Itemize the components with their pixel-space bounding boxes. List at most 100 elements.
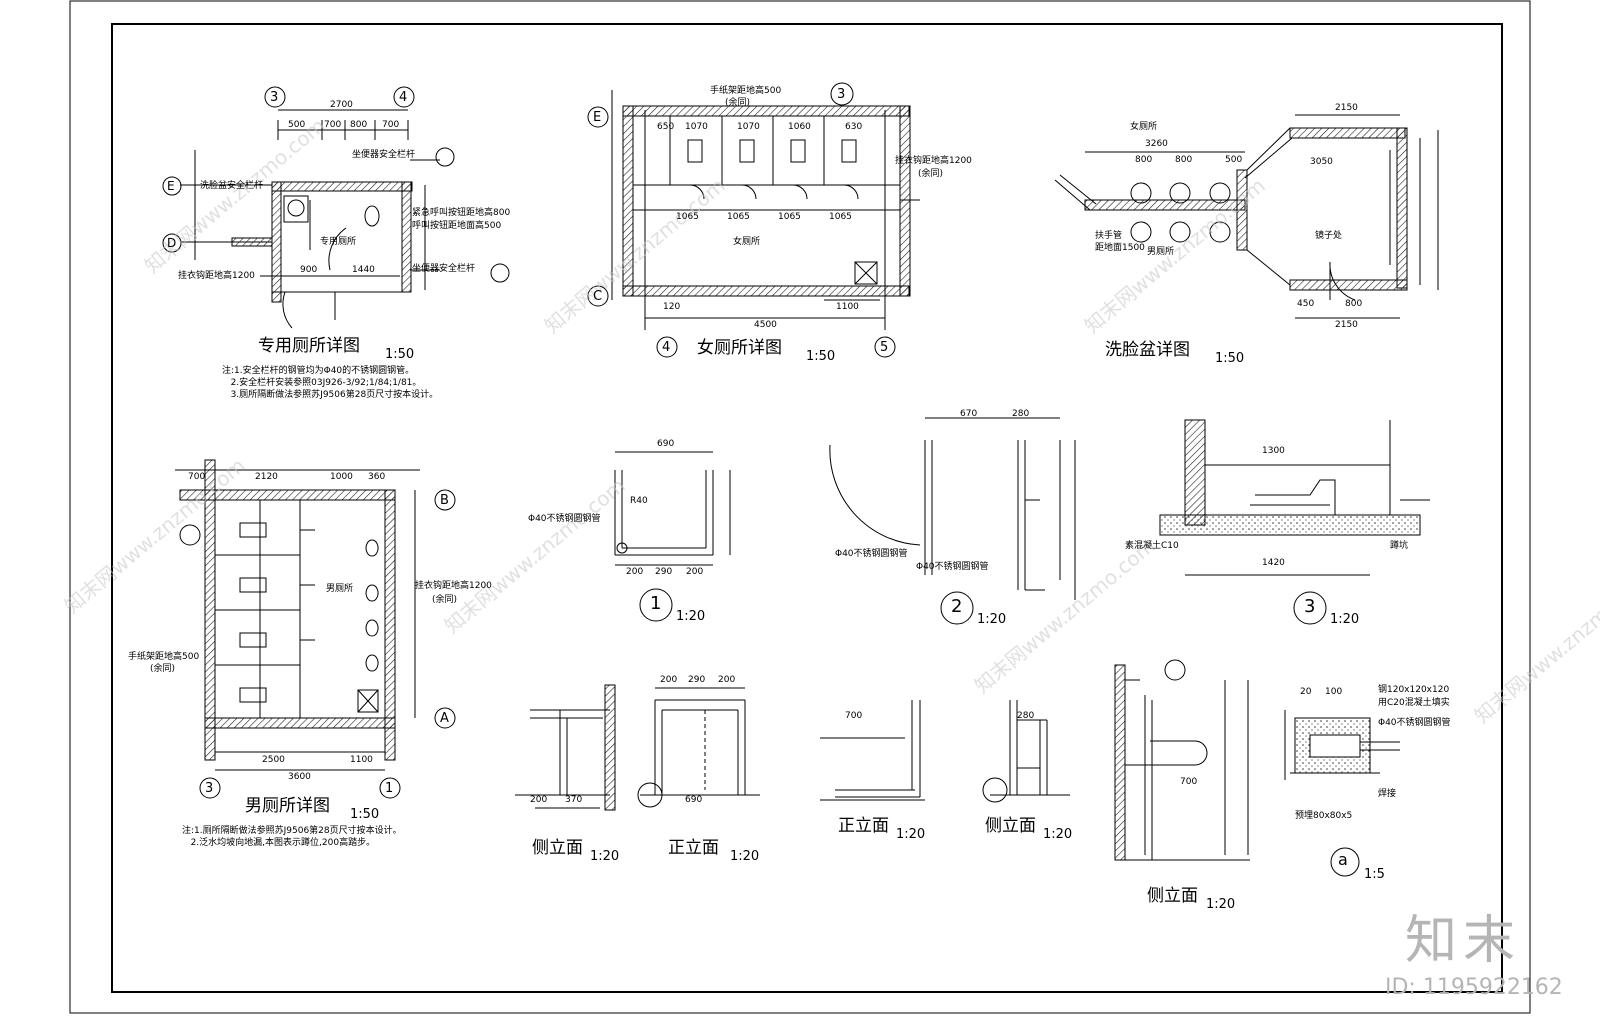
label-weld: 焊接 <box>1378 789 1397 799</box>
label-same: (余同) <box>432 595 458 605</box>
scale-male-toilet: 1:50 <box>350 807 380 822</box>
dim: 370 <box>565 795 583 805</box>
brand-logo: 知末 <box>1405 911 1522 971</box>
title-side-elev-c: 侧立面 <box>1147 886 1198 906</box>
dim: 1100 <box>836 302 859 312</box>
dim: 1000 <box>330 472 353 482</box>
axis-label: 3 <box>270 90 279 105</box>
scale-front-elev-a: 1:20 <box>730 849 760 864</box>
dim: 1065 <box>676 212 699 222</box>
label-trench: 蹲坑 <box>1390 541 1409 551</box>
label-pipe-a: Φ40不锈钢圆钢管 <box>1378 718 1451 728</box>
detail-3-number: 3 <box>1304 596 1316 617</box>
dim: 650 <box>657 122 675 132</box>
note-male: 注:1.厕所隔断做法参照苏J9506第28页尺寸按本设计。 2.泛水均坡向地漏,… <box>182 826 402 848</box>
label-call-button-2: 呼叫按钮距地面高500 <box>412 221 502 231</box>
title-male-toilet: 男厕所详图 <box>245 796 330 816</box>
label-same: (余同) <box>725 98 751 108</box>
dim: 3050 <box>1310 157 1333 167</box>
dim: 20 <box>1300 687 1312 697</box>
dim: 700 <box>324 120 342 130</box>
title-side-elev-a: 侧立面 <box>532 838 583 858</box>
dim-3600: 3600 <box>288 772 311 782</box>
note-private: 注:1.安全栏杆的钢管均为Φ40的不锈钢圆钢管。 2.安全栏杆安装参照03J92… <box>222 366 439 400</box>
plan-private-callouts <box>162 86 510 283</box>
detail-3-scale: 1:20 <box>1330 612 1360 627</box>
label-room-private: 专用厕所 <box>320 237 357 247</box>
dim: 630 <box>845 122 863 132</box>
label-seat-rail: 坐便器安全栏杆 <box>352 150 416 160</box>
title-private-toilet: 专用厕所详图 <box>258 336 360 356</box>
label-call-button: 紧急呼叫按钮距地高800 <box>412 208 511 218</box>
dim: 1300 <box>1262 446 1285 456</box>
axis-label: B <box>440 493 449 508</box>
label-rail-height: 距地面1500 <box>1095 243 1145 253</box>
axis-label: 3 <box>837 87 846 102</box>
dim: 1065 <box>829 212 852 222</box>
label-same: (余同) <box>150 664 176 674</box>
label-mirror: 镜子处 <box>1315 231 1343 241</box>
axis-label: A <box>440 711 449 726</box>
label-steel: 钢120x120x120 <box>1378 685 1450 695</box>
elevation-front-a <box>637 687 760 808</box>
detail-2-marker <box>940 591 974 625</box>
detail-3-marker <box>1293 591 1327 625</box>
scale-side-elev-c: 1:20 <box>1206 897 1236 912</box>
dim: 690 <box>685 795 703 805</box>
label-r40: R40 <box>630 496 648 506</box>
dim: 200 <box>626 567 644 577</box>
plan-washbasin <box>1054 114 1439 319</box>
dim: 360 <box>368 472 386 482</box>
axis-label: E <box>167 179 175 193</box>
title-front-elev-b: 正立面 <box>838 816 889 836</box>
dim: 800 <box>350 120 368 130</box>
detail-2-rail <box>829 417 1076 600</box>
plan-female-callouts <box>587 82 896 358</box>
label-hook-male: 挂衣钩距地高1200 <box>415 581 492 591</box>
dim: 670 <box>960 409 978 419</box>
axis-label: 5 <box>880 340 889 355</box>
brand-id: ID: 1195922162 <box>1385 975 1563 1000</box>
detail-a-letter: a <box>1338 850 1348 869</box>
dim: 690 <box>657 439 675 449</box>
dim: 100 <box>1325 687 1343 697</box>
scale-washbasin: 1:50 <box>1215 351 1245 366</box>
plan-female-toilet <box>611 90 920 330</box>
dim-3260: 3260 <box>1145 139 1168 149</box>
dim-2150: 2150 <box>1335 103 1358 113</box>
axis-label: C <box>593 289 603 304</box>
scale-side-elev-b: 1:20 <box>1043 827 1073 842</box>
dim: 900 <box>300 265 318 275</box>
dim: 700 <box>188 472 206 482</box>
label-female-wc: 女厕所 <box>1130 122 1158 132</box>
dim-2150-bottom: 2150 <box>1335 320 1358 330</box>
axis-label: 4 <box>662 340 671 355</box>
axis-label: D <box>167 236 177 250</box>
outer-frame <box>69 0 1531 1014</box>
dim-2700: 2700 <box>330 100 353 110</box>
label-c20: 用C20混凝土填实 <box>1378 698 1450 708</box>
label-pipe: Φ40不锈钢圆钢管 <box>916 562 989 572</box>
dim: 1060 <box>788 122 811 132</box>
detail-2-number: 2 <box>951 596 963 617</box>
dim: 1065 <box>727 212 750 222</box>
dim: 1065 <box>778 212 801 222</box>
title-female-toilet: 女厕所详图 <box>697 338 782 358</box>
title-washbasin: 洗脸盆详图 <box>1105 340 1190 360</box>
detail-a-scale: 1:5 <box>1364 867 1385 882</box>
detail-a-anchor <box>1284 710 1400 780</box>
label-hook: 挂衣钩距地高1200 <box>178 271 255 281</box>
title-side-elev-b: 侧立面 <box>985 816 1036 836</box>
dim: 800 <box>1135 155 1153 165</box>
label-same: (余同) <box>918 169 944 179</box>
scale-front-elev-b: 1:20 <box>896 827 926 842</box>
elevation-side-c <box>1114 659 1250 861</box>
dim: 290 <box>688 675 706 685</box>
dim: 450 <box>1297 299 1315 309</box>
dim: 1070 <box>685 122 708 132</box>
elevation-front-b <box>820 700 925 801</box>
label-room-male: 男厕所 <box>326 584 354 594</box>
label-male-wc: 男厕所 <box>1147 247 1175 257</box>
scale-private-toilet: 1:50 <box>385 347 415 362</box>
